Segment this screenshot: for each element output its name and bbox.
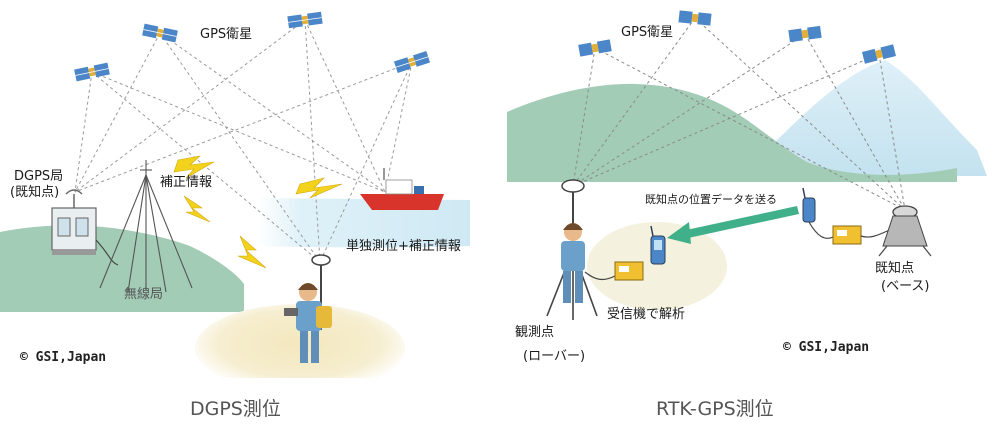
radio-receiver-icon (650, 225, 666, 265)
analysis-ground (587, 222, 727, 310)
satellite-icon (578, 39, 612, 57)
base-receiver-box-icon (832, 225, 862, 245)
rover-positioning-label: 単独測位+補正情報 (346, 239, 461, 254)
satellite-icon (678, 10, 712, 26)
green-hill (507, 83, 957, 182)
radio-station-label: 無線局 (124, 287, 164, 302)
radio-tower-icon (99, 160, 193, 293)
signal-lines (572, 17, 906, 211)
dgps-station-icon (51, 189, 97, 255)
base-radio-icon (802, 187, 816, 223)
base-tripod-icon (878, 205, 932, 257)
copyright-label: © GSI,Japan (20, 350, 107, 365)
satellite-icon (74, 62, 110, 82)
sea (258, 198, 470, 248)
receiver-box-icon (614, 261, 644, 281)
rover-observation-point-label: 観測点 (515, 325, 555, 340)
base-label: (ベース) (881, 279, 930, 294)
satellite-icon (862, 44, 896, 64)
gps-satellite-label: GPS衛星 (200, 27, 253, 42)
green-hill (0, 225, 244, 312)
data-transmission-arrow-icon (667, 206, 799, 244)
rtk-gps-illustration: GPS衛星 既知点の位置データを送る 既知点 (ベース) 受信機で解析 観測点 … (507, 0, 999, 378)
boat-icon (360, 168, 444, 210)
satellite-icon (393, 51, 431, 73)
rover-label: (ローバー) (523, 349, 586, 364)
satellite-icon (287, 11, 323, 29)
dgps-scene (0, 11, 470, 378)
dgps-station-label: DGPS局 (14, 169, 64, 184)
surveyor-rover-icon (284, 254, 332, 363)
dgps-station-known-point-label: (既知点) (10, 185, 60, 200)
dgps-caption: DGPS測位 (190, 398, 281, 420)
copyright-label: © GSI,Japan (783, 340, 870, 355)
correction-signal-bolts (173, 155, 343, 269)
base-known-point-label: 既知点 (875, 261, 915, 276)
satellite-icon (142, 23, 178, 43)
rover-surveyor-icon (546, 179, 598, 320)
gps-satellite-label: GPS衛星 (621, 25, 674, 40)
receiver-analysis-label: 受信機で解析 (607, 307, 686, 322)
mountain (767, 60, 987, 176)
signal-lines (74, 19, 413, 263)
rtk-scene (507, 10, 987, 320)
rtk-gps-caption: RTK-GPS測位 (656, 398, 774, 420)
satellite-icon (788, 25, 822, 43)
send-position-data-label: 既知点の位置データを送る (645, 193, 777, 206)
correction-info-label: 補正情報 (160, 175, 213, 190)
dgps-illustration: GPS衛星 DGPS局 (既知点) 補正情報 無線局 単独測位+補正情報 © G… (0, 0, 490, 378)
